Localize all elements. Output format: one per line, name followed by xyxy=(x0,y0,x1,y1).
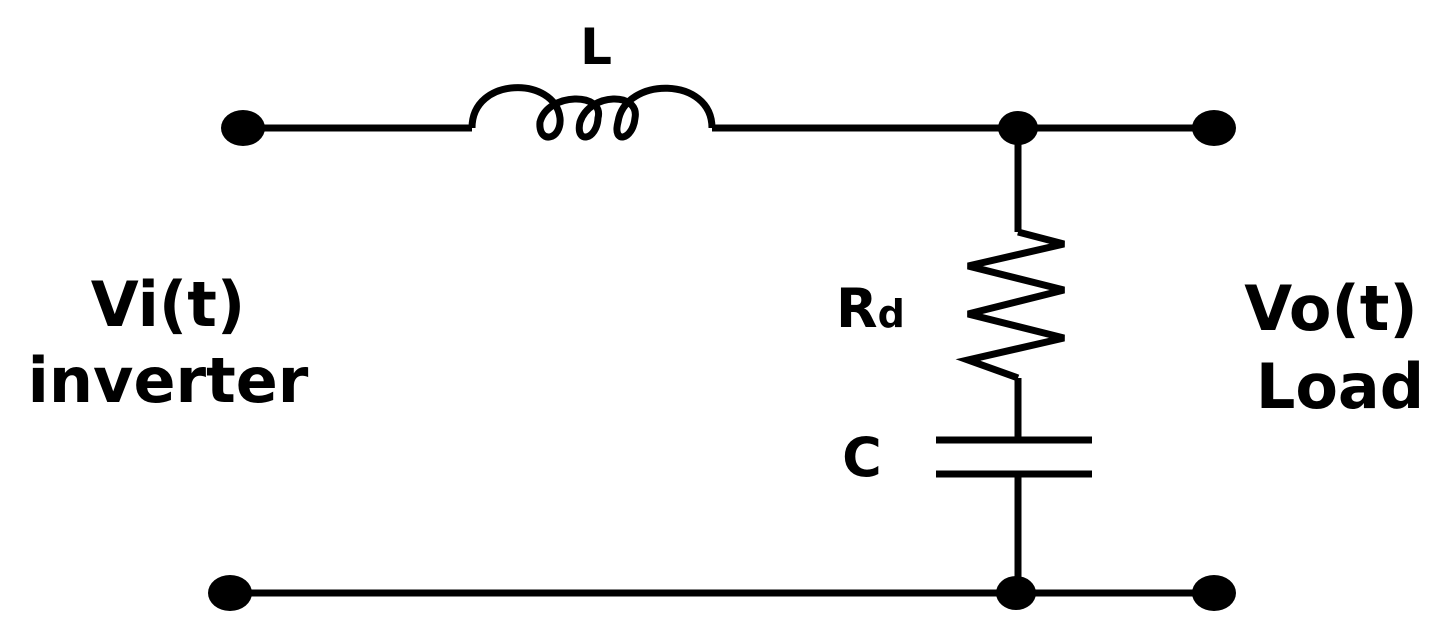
resistor-label-main: R xyxy=(836,277,878,340)
resistor-label: Rd xyxy=(836,277,905,340)
output-load-label: Load xyxy=(1256,350,1424,423)
input-signal-label: Vi(t) xyxy=(91,268,245,341)
resistor-label-subscript: d xyxy=(878,292,905,336)
capacitor-label: C xyxy=(842,426,882,489)
input-source-label: inverter xyxy=(28,344,309,417)
output-terminal-top xyxy=(1192,110,1236,146)
junction-top xyxy=(998,111,1038,145)
inductor-label: L xyxy=(580,18,612,76)
junction-bottom xyxy=(996,576,1036,610)
input-terminal-bottom xyxy=(208,575,252,611)
output-terminal-bottom xyxy=(1192,575,1236,611)
input-terminal-top xyxy=(221,110,265,146)
inductor-coil xyxy=(468,84,716,141)
output-signal-label: Vo(t) xyxy=(1244,272,1418,345)
resistor-zigzag xyxy=(955,228,1065,382)
